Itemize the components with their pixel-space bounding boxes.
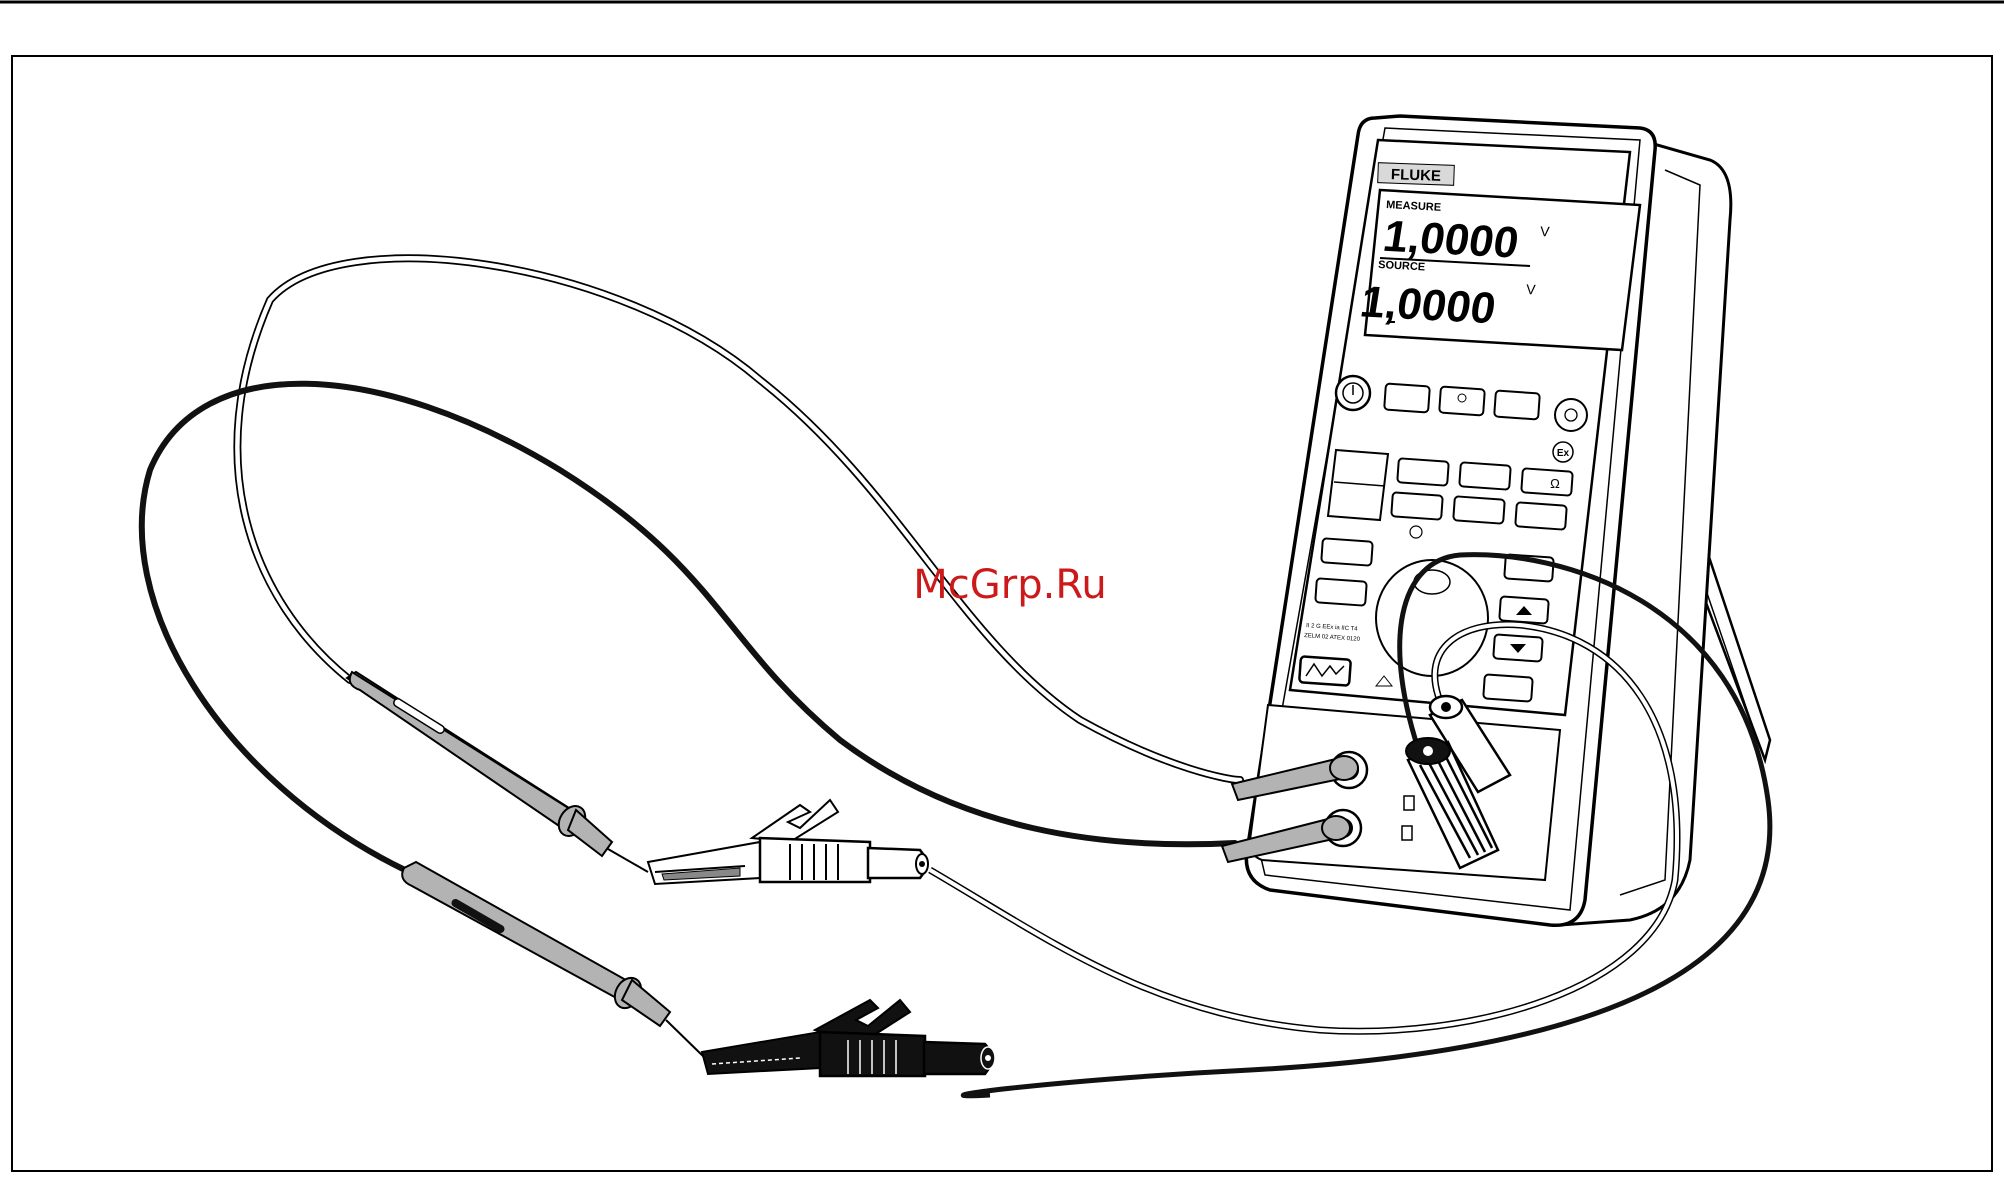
- jack-small-1: [1404, 796, 1414, 810]
- key-grid-6[interactable]: [1515, 502, 1567, 529]
- source-label: SOURCE: [1378, 259, 1426, 273]
- key-grid-5[interactable]: [1453, 496, 1505, 523]
- key-grid-4[interactable]: [1391, 492, 1443, 519]
- key-grid-2[interactable]: [1459, 462, 1511, 489]
- key-ohm[interactable]: [1521, 468, 1573, 495]
- key-right-4[interactable]: [1483, 674, 1533, 701]
- source-reading: 1,0000: [1357, 278, 1499, 334]
- ex-mark-text: Ex: [1557, 448, 1570, 459]
- jack-panel: [1250, 705, 1560, 880]
- brand-logo: FLUKE: [1391, 166, 1442, 185]
- key-left-2[interactable]: [1321, 538, 1373, 565]
- key-grid-1[interactable]: [1397, 458, 1449, 485]
- jack-small-2: [1402, 826, 1412, 840]
- ohm-icon: Ω: [1550, 476, 1560, 491]
- backlight-button[interactable]: [1555, 399, 1587, 431]
- key-top-1[interactable]: [1384, 383, 1430, 412]
- watermark: McGrp.Ru: [913, 562, 1106, 608]
- key-top-2[interactable]: [1439, 386, 1485, 415]
- source-unit: V: [1526, 281, 1537, 298]
- key-top-3[interactable]: [1494, 390, 1540, 419]
- measure-unit: V: [1540, 223, 1551, 240]
- ramp-key[interactable]: [1299, 656, 1351, 685]
- key-left-3[interactable]: [1315, 578, 1367, 605]
